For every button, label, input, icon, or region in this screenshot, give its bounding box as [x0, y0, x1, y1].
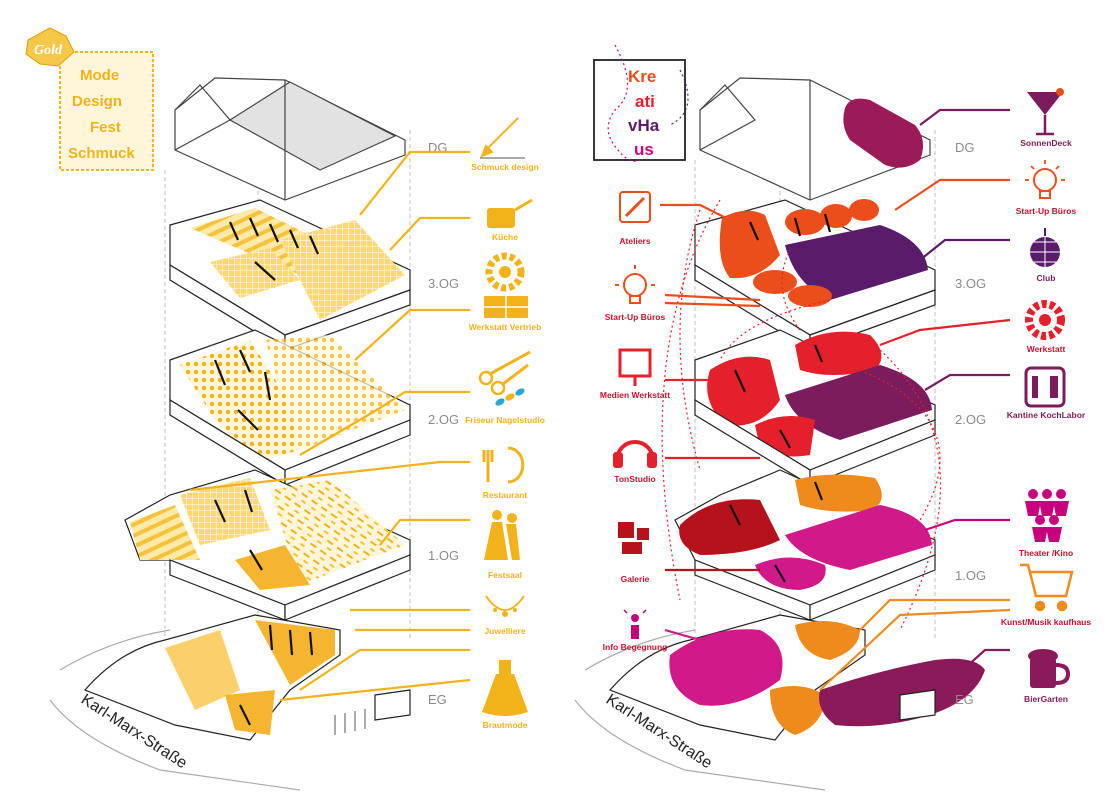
left-floor-dg	[174, 77, 406, 201]
label-brautmode: Brautmode	[483, 720, 528, 730]
gallery-icon	[618, 522, 649, 554]
right-floor-eg	[574, 614, 985, 791]
right-floor-label-3og: 3.OG	[955, 276, 986, 291]
label-ateliers: Ateliers	[619, 236, 650, 246]
left-floor-label-eg: EG	[428, 692, 447, 707]
label-startup-bueros-left: Start-Up Büros	[605, 312, 666, 322]
right-flow-arcs	[661, 199, 941, 631]
dress-icon	[482, 660, 528, 716]
right-floor-dg	[699, 77, 931, 201]
left-leader-lines	[189, 150, 471, 702]
label-sonnendeck: SonnenDeck	[1020, 138, 1072, 148]
right-floor-3og	[694, 199, 936, 352]
left-floor-label-1og: 1.OG	[428, 548, 459, 563]
left-floor-eg	[49, 614, 411, 791]
label-kueche: Küche	[492, 232, 518, 242]
easel-icon	[619, 191, 651, 223]
left-floor-1og	[124, 469, 411, 621]
label-theater-kino: Theater /Kino	[1019, 548, 1073, 558]
necklace-icon	[485, 595, 525, 617]
label-restaurant: Restaurant	[483, 490, 528, 500]
headphones-icon	[613, 440, 657, 468]
gear-icon	[1025, 300, 1065, 340]
label-kantine-kochlabor: Kantine KochLabor	[1007, 410, 1086, 420]
pot-icon	[487, 198, 533, 228]
scissors-icon	[478, 350, 531, 406]
badge-line-fest: Fest	[90, 119, 121, 136]
label-werkstatt-vertrieb: Werkstatt Vertrieb	[469, 322, 542, 332]
label-schmuck-design: Schmuck design	[471, 162, 539, 172]
badge-line-design: Design	[72, 93, 122, 110]
label-werkstatt-right: Werkstatt	[1027, 344, 1066, 354]
right-floor-label-1og: 1.OG	[955, 568, 986, 583]
badge-line-kre: Kre	[628, 67, 656, 86]
right-badge: Kre ati vHa us	[593, 44, 689, 162]
cart-icon	[1020, 563, 1074, 612]
label-galerie: Galerie	[621, 574, 650, 584]
right-diagram: DG 3.OG 2.OG 1.OG EG Karl-Marx-Straße	[574, 44, 1091, 791]
label-friseur-nagelstudio: Friseur Nagelstudio	[465, 415, 545, 425]
left-floor-2og	[169, 329, 411, 487]
label-biergarten: BierGarten	[1024, 694, 1068, 704]
label-festsaal: Festsaal	[488, 570, 522, 580]
monitor-icon	[618, 348, 652, 386]
badge-line-us: us	[634, 140, 654, 159]
label-startup-bueros-right: Start-Up Büros	[1016, 206, 1077, 216]
badge-line-ati: ati	[635, 92, 655, 111]
right-floor-label-2og: 2.OG	[955, 412, 986, 427]
right-floor-label-dg: DG	[955, 140, 975, 155]
label-juwelliere: Juwelliere	[484, 626, 525, 636]
info-icon	[623, 609, 647, 639]
beer-icon	[1028, 649, 1071, 688]
right-floor-1og	[674, 469, 936, 621]
pencil-icon	[480, 117, 525, 159]
badge-line-mode: Mode	[80, 67, 119, 84]
canteen-icon	[1024, 366, 1066, 408]
left-diagram: DG 3.OG 2.OG 1.OG EG Karl-Marx-Straße Go…	[25, 27, 545, 791]
left-badge: Gold Mode Design Fest Schmuck	[25, 27, 154, 171]
label-info-begegnung: Info Begegnung	[603, 642, 668, 652]
left-floor-label-2og: 2.OG	[428, 412, 459, 427]
left-floor-3og	[169, 199, 411, 352]
badge-line-vha: vHa	[628, 116, 660, 135]
dancers-icon	[484, 510, 520, 560]
cocktail-icon	[1027, 88, 1064, 136]
discoball-icon	[1030, 228, 1060, 267]
gear-icon-left	[484, 252, 528, 318]
bulb-icon	[1025, 160, 1065, 199]
cutlery-icon	[482, 446, 525, 484]
people-icon	[1025, 489, 1069, 542]
badge-line-schmuck: Schmuck	[68, 145, 135, 162]
left-floor-label-3og: 3.OG	[428, 276, 459, 291]
bulb-icon-left	[615, 265, 655, 304]
right-floor-label-eg: EG	[955, 692, 974, 707]
badge-gold-script: Gold	[34, 43, 63, 58]
label-club: Club	[1037, 273, 1056, 283]
label-medien-werkstatt: Medien Werkstatt	[600, 390, 670, 400]
label-kunst-musik-kaufhaus: Kunst/Musik kaufhaus	[1001, 617, 1091, 627]
right-floor-2og	[694, 329, 936, 487]
right-leader-lines	[660, 108, 1011, 691]
label-tonstudio: TonStudio	[614, 474, 655, 484]
